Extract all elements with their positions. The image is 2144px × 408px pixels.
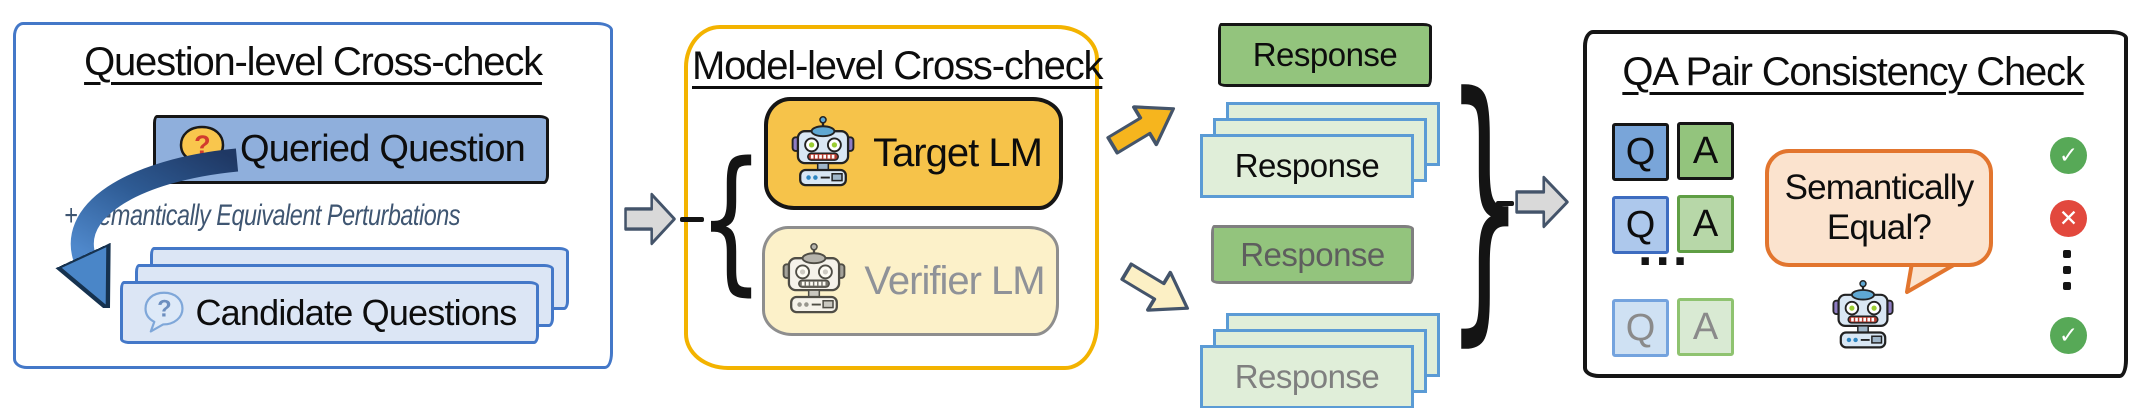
semantic-equal-text: Semantically Equal?: [1784, 167, 1975, 247]
response-label: Response: [1234, 358, 1380, 395]
response-card: Response: [1200, 345, 1414, 408]
a-box-3: A: [1677, 298, 1734, 356]
cross-icon: ✕: [2050, 200, 2087, 237]
response-label: Response: [1234, 147, 1380, 184]
queried-question-label: Queried Question: [239, 128, 526, 170]
candidate-questions-label: Candidate Questions: [195, 291, 517, 333]
response-label: Response: [1240, 235, 1385, 273]
perturbation-note: + Semantically Equivalent Perturbations: [64, 199, 461, 232]
question-check-title: Question-level Cross-check: [84, 40, 543, 84]
flow-arrow-icon: [623, 190, 677, 248]
response-label: Response: [1252, 36, 1398, 73]
a-box-1: A: [1677, 122, 1734, 180]
semantic-equal-bubble: Semantically Equal?: [1765, 149, 1993, 267]
question-bubble-icon: ?: [144, 291, 185, 333]
brace-connector-line: [680, 217, 704, 222]
a-box-2: A: [1677, 195, 1734, 253]
vertical-ellipsis-icon: [2063, 250, 2071, 290]
left-brace: {: [698, 127, 765, 311]
verifier-response-box: Response: [1211, 225, 1414, 284]
qa-check-title: QA Pair Consistency Check: [1622, 50, 2085, 94]
robot-icon: [776, 243, 852, 319]
check-icon: ✓: [2050, 137, 2087, 174]
qa-ellipsis: ...: [1638, 219, 1691, 277]
candidate-questions-box: ? Candidate Questions: [120, 281, 539, 344]
target-lm-label: Target LM: [873, 131, 1043, 175]
brace-connector-line: [1496, 201, 1514, 206]
target-output-arrow-icon: [1096, 85, 1190, 170]
flow-arrow-icon: [1514, 173, 1570, 231]
robot-icon: [1826, 280, 1900, 354]
question-mark-glyph: ?: [158, 295, 172, 322]
target-response-box: Response: [1218, 23, 1432, 87]
q-box-3: Q: [1612, 299, 1669, 357]
verifier-output-arrow-icon: [1110, 248, 1204, 333]
check-icon: ✓: [2050, 317, 2087, 354]
verifier-lm-box: Verifier LM: [762, 226, 1059, 336]
verifier-lm-label: Verifier LM: [864, 258, 1045, 303]
robot-icon: [785, 116, 861, 192]
curved-arrow-icon: [55, 148, 239, 308]
q-box-1: Q: [1612, 123, 1669, 181]
response-card: Response: [1200, 134, 1414, 198]
model-check-title: Model-level Cross-check: [692, 44, 1104, 88]
q-box-2: Q: [1612, 196, 1669, 254]
question-mark-glyph: ?: [194, 130, 210, 160]
target-lm-box: Target LM: [764, 97, 1063, 210]
